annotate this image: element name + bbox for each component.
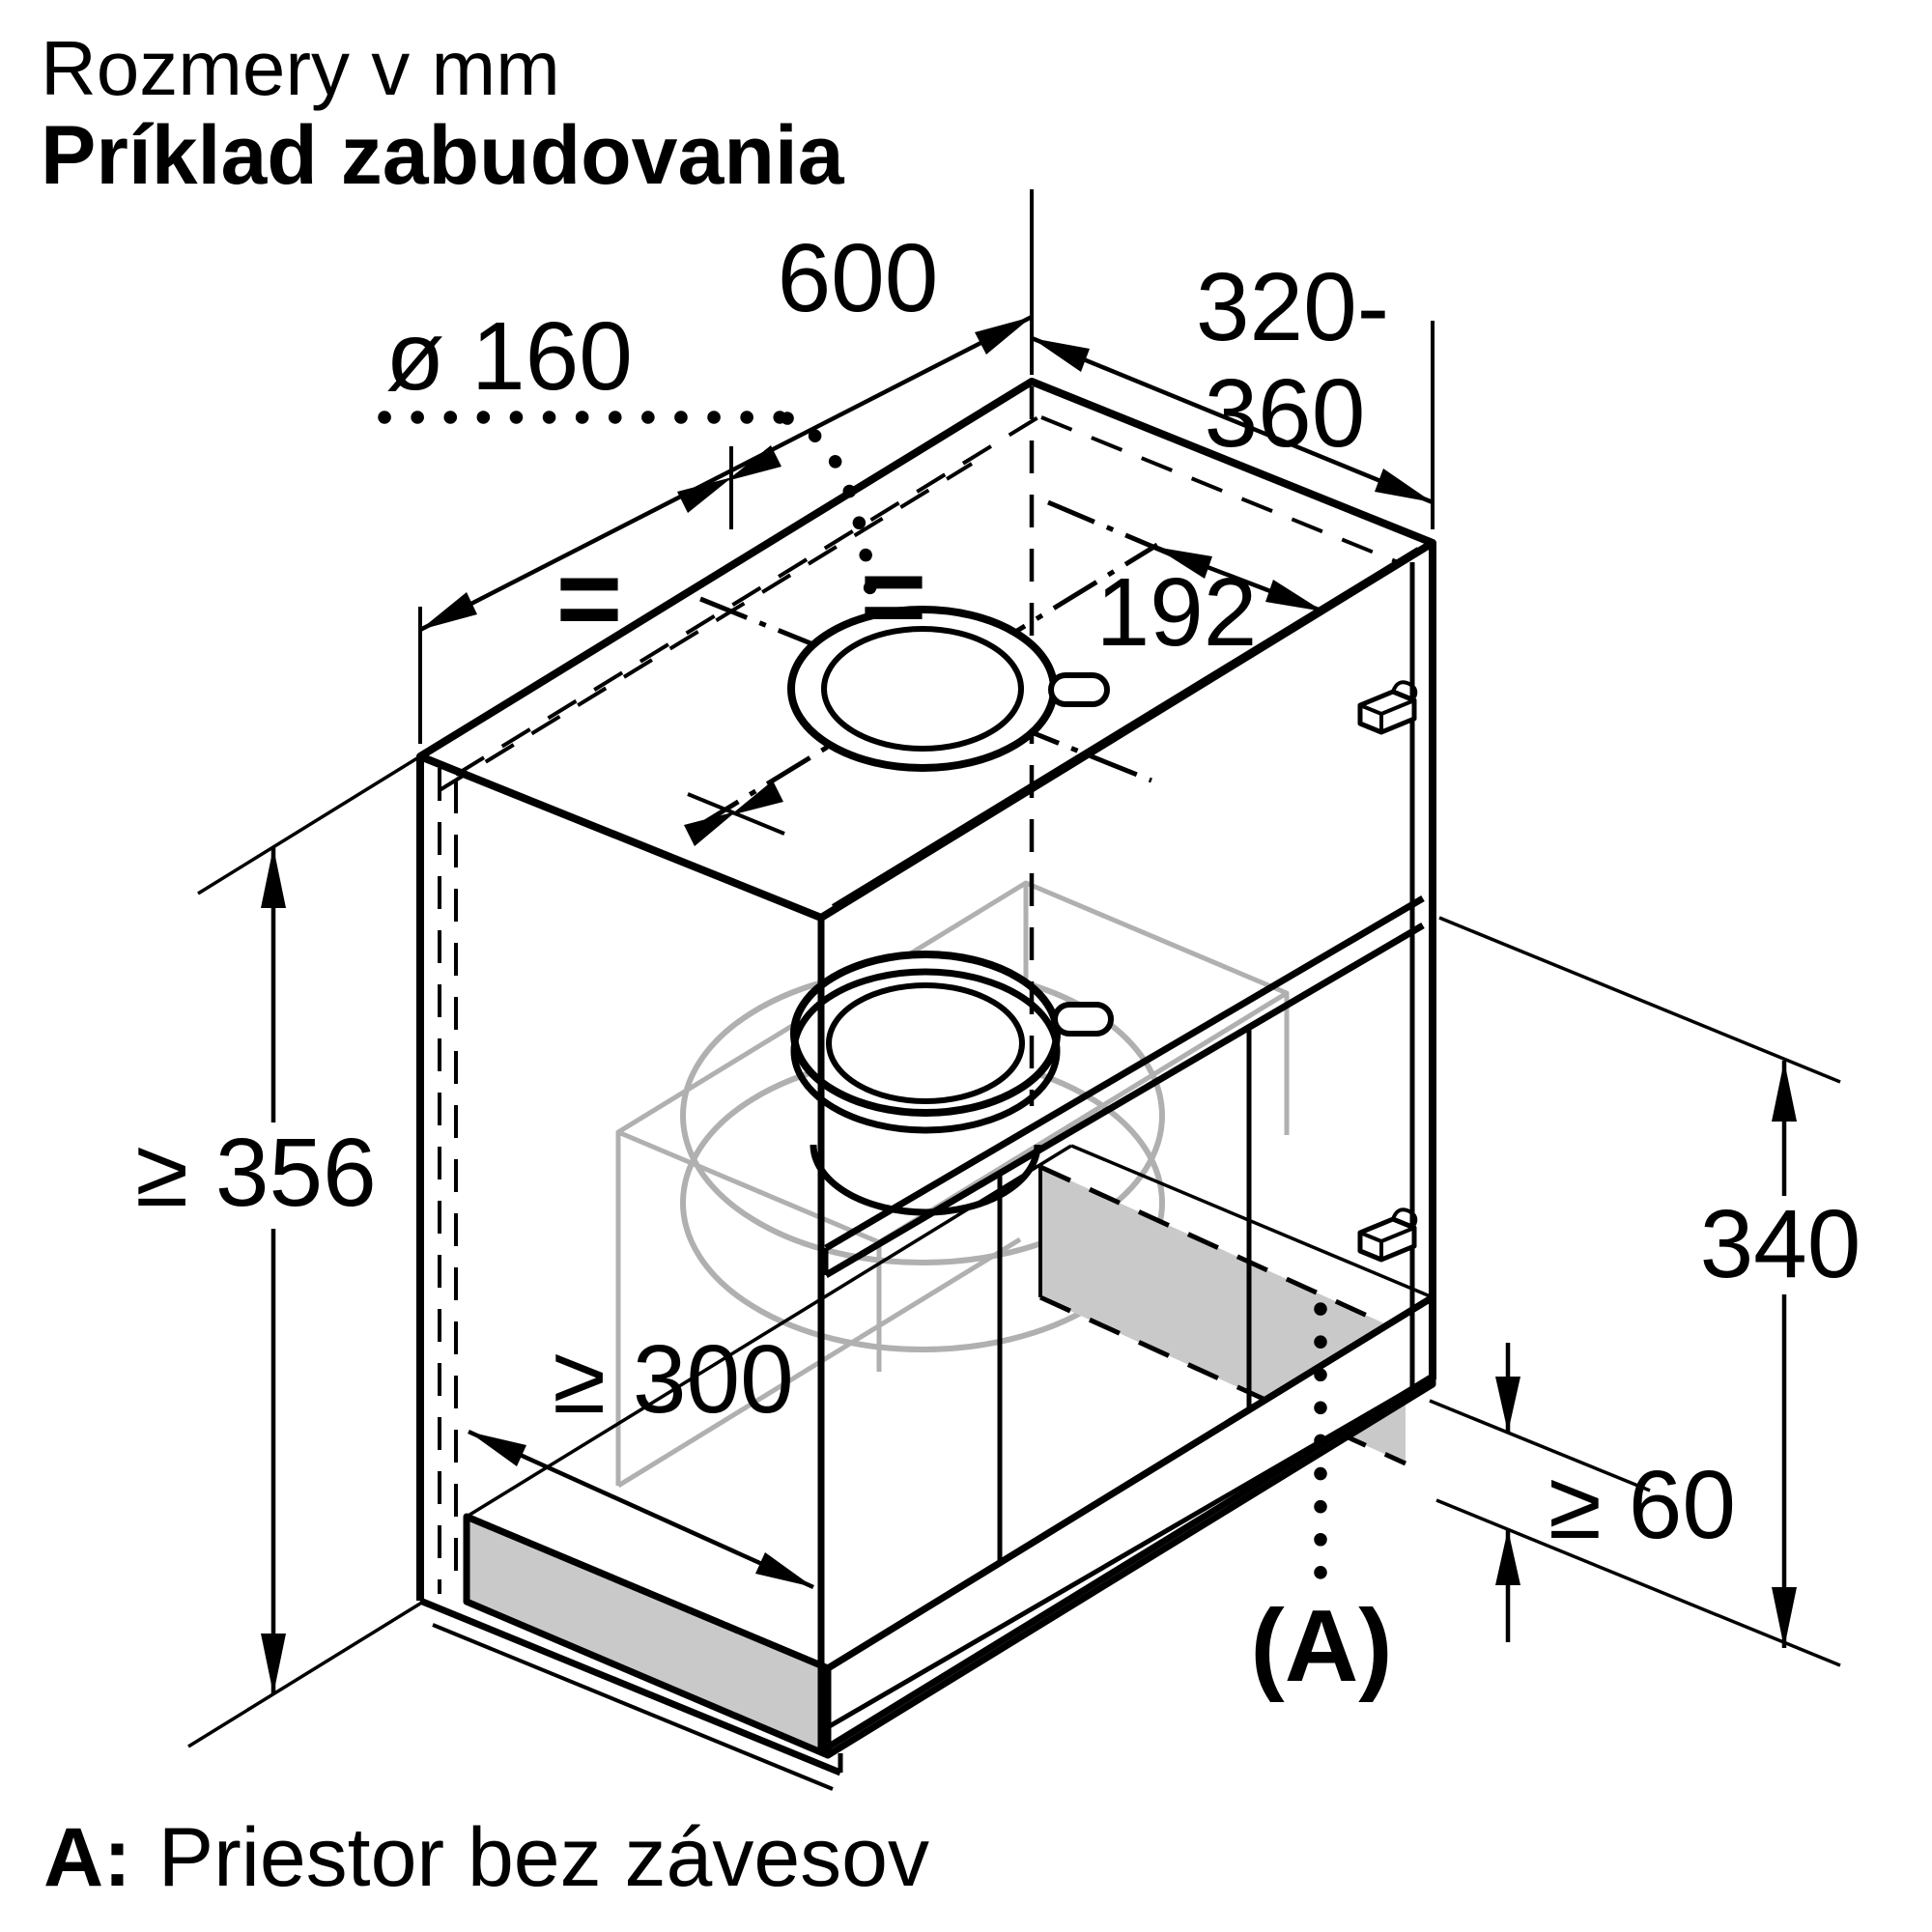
bottom-box-top-front-edge: [826, 1294, 1435, 1671]
footnote-prefix: A:: [43, 1811, 131, 1904]
shelf-collar-second-ring: [790, 968, 1061, 1134]
dim-height-min-356: ≥ 356: [135, 754, 421, 1748]
top-face-hidden-inset-1: [454, 413, 1043, 777]
dim-depth-320-360: 320- 360: [1031, 253, 1435, 529]
dim60-label: ≥ 60: [1548, 1451, 1736, 1559]
area-a-callout: (A): [1250, 1302, 1393, 1703]
dim600-arrow-left: [420, 592, 477, 630]
shelf-duct-collar: [790, 951, 1114, 1216]
shelf-front-top-edge: [824, 895, 1425, 1252]
dim-duct-diameter-label: ø 160: [385, 302, 633, 411]
dim-hole-offset-192: 192: [1047, 499, 1324, 667]
hole-centerline-depth: [699, 596, 1152, 783]
footnote: A: Priestor bez závesov: [43, 1811, 929, 1904]
center-marker1-tri-a: [677, 477, 732, 513]
bottom-box-back-left-edge: [466, 1144, 1072, 1519]
cabinet-top-face: [416, 378, 1436, 922]
dim320-arrow-right: [1375, 469, 1433, 502]
dim340-ext-bottom: [1435, 1498, 1841, 1667]
footnote-text: Priestor bez závesov: [158, 1811, 929, 1904]
shelf-collar-cylinder-bottom: [810, 1144, 1041, 1216]
center-marker1-tri-b: [726, 445, 781, 481]
cabinet-bottom-left-edge: [418, 1597, 842, 1776]
door-bottom-inner-edge: [819, 1385, 1414, 1734]
dim-recess-min-60: ≥ 60: [1429, 1343, 1736, 1642]
dim-compartment-height-340: 340: [1435, 916, 1861, 1667]
dim60-ext-top: [1429, 1399, 1651, 1492]
dim340-ext-top: [1438, 916, 1841, 1084]
bottom-box-left-face-gray: [463, 1513, 832, 1759]
top-duct-hole: [694, 542, 1159, 831]
title-units: Rozmery v mm: [41, 25, 560, 111]
center-marker2-tri-a: [684, 811, 736, 846]
shelf-front-bottom-edge: [824, 922, 1425, 1279]
center-marker-on-dimline: [677, 445, 781, 529]
dim60-arrow-down: [1495, 1377, 1520, 1433]
hole-collar-tab: [1048, 672, 1110, 707]
dim600-label: 600: [778, 224, 939, 332]
center-marker2-tri-b: [730, 781, 783, 815]
dim300-label: ≥ 300: [553, 1325, 794, 1434]
center-marker-on-centerline: [684, 781, 785, 846]
equal-mark-2: =: [861, 533, 927, 661]
shelf-collar-tab: [1052, 1002, 1114, 1037]
dim192-centerline-ext: [1047, 499, 1175, 558]
dim356-ext-bottom: [187, 1602, 421, 1748]
dim356-arrow-down: [261, 1634, 286, 1694]
dim-duct-diameter: ø 160: [378, 302, 879, 623]
shelf-collar-outer-ring: [790, 951, 1061, 1117]
dim600-line: [418, 314, 1034, 633]
equal-mark-1: =: [556, 535, 623, 663]
dim-width-600: 600 = =: [418, 189, 1034, 846]
dim192-arrow-right: [1265, 580, 1323, 611]
dim356-label: ≥ 356: [135, 1119, 377, 1227]
dim192-arrow-left: [1154, 547, 1212, 579]
dim300-arrow-left: [469, 1432, 526, 1466]
dim60-arrow-up: [1495, 1529, 1520, 1585]
dim300-arrow-right: [755, 1552, 813, 1587]
top-face-hidden-inset-3: [1040, 415, 1404, 566]
dim340-arrow-down: [1772, 1587, 1797, 1648]
cabinet-bottom-left-edge-2: [432, 1623, 834, 1791]
dim320-arrow-left: [1032, 338, 1090, 372]
dim600-arrow-right: [975, 317, 1032, 355]
shelf-collar-hole: [826, 982, 1025, 1104]
bottom-box-top-left-edge: [465, 1513, 830, 1672]
cabinet-carcass: [416, 378, 1436, 1791]
hole-collar-inner: [821, 626, 1024, 752]
area-a-strip-top-dashed: [1038, 1164, 1407, 1336]
hinge-top: [1357, 680, 1418, 735]
dim-bottom-depth-min-300: ≥ 300: [468, 1325, 814, 1590]
dim356-ext-top: [197, 754, 421, 895]
center-marker2-tick: [687, 792, 785, 836]
dim340-arrow-up: [1772, 1061, 1797, 1122]
shelf: [823, 895, 1425, 1279]
bottom-box-back-right-edge: [1070, 1144, 1434, 1299]
hinge-top-detail: [1359, 680, 1418, 732]
dim340-label: 340: [1700, 1190, 1861, 1298]
dim320-line: [1031, 335, 1434, 505]
dim320-label-line1: 320-: [1196, 253, 1389, 361]
dim356-arrow-up: [261, 847, 286, 908]
dim300-line: [468, 1429, 814, 1590]
dim320-label-line2: 360: [1205, 359, 1366, 468]
hinge-bottom-detail: [1359, 1208, 1418, 1260]
area-a-label: (A): [1250, 1589, 1392, 1703]
hinge-bottom: [1357, 1208, 1418, 1263]
title-subtitle: Príklad zabudovania: [41, 109, 845, 202]
dim192-label: 192: [1096, 558, 1258, 667]
door-bottom-edge: [819, 1374, 1435, 1754]
